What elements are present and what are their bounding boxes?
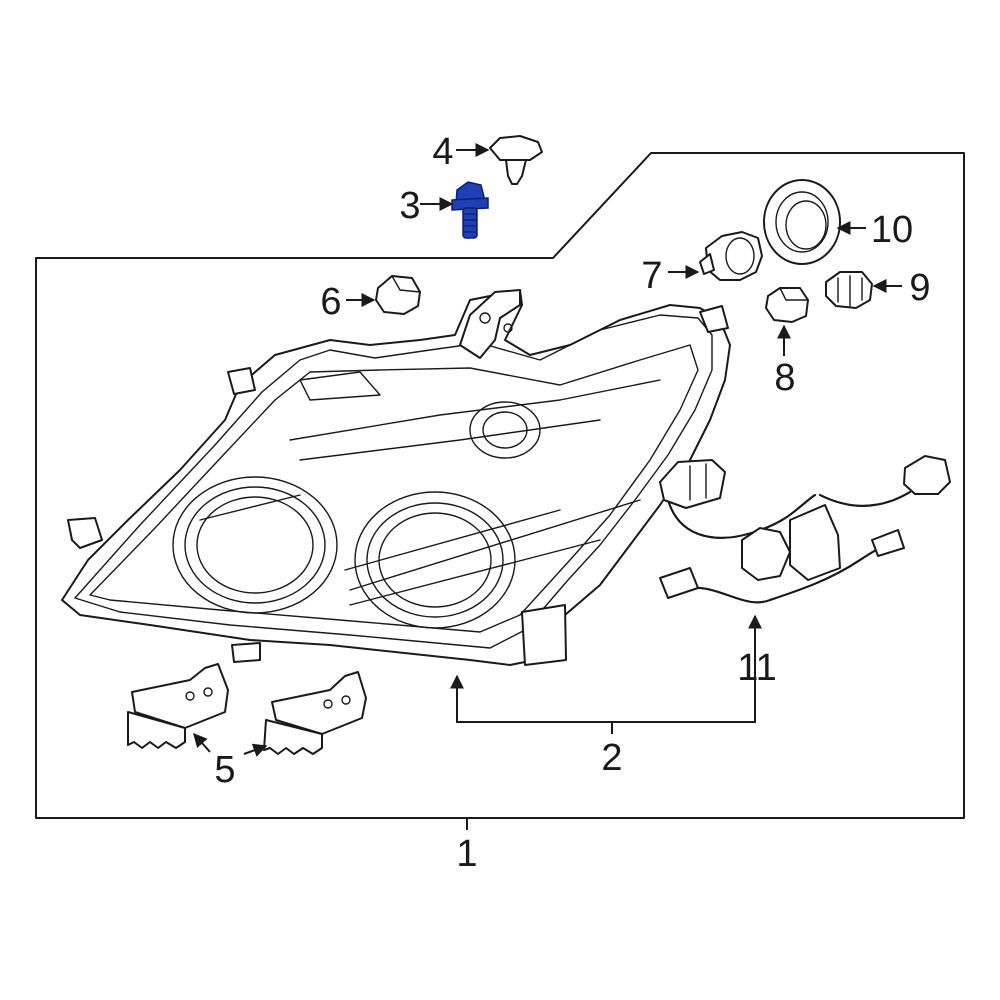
- clip-part-4[interactable]: [489, 135, 543, 185]
- callout-4[interactable]: 4: [432, 131, 453, 173]
- bulb-part-7[interactable]: [699, 231, 763, 281]
- callout-2[interactable]: 2: [601, 737, 622, 779]
- cap-part-6[interactable]: [375, 275, 421, 315]
- bracket-part-5-left[interactable]: [127, 663, 229, 749]
- assembly-frame: [35, 152, 965, 819]
- leader-5-left: [193, 732, 211, 753]
- callout-1[interactable]: 1: [456, 833, 477, 875]
- callout-6[interactable]: 6: [320, 281, 341, 323]
- callout-9[interactable]: 9: [909, 267, 930, 309]
- callout-8[interactable]: 8: [774, 357, 795, 399]
- callout-10[interactable]: 10: [871, 209, 913, 251]
- bracket-part-5-right[interactable]: [263, 671, 367, 755]
- harness-part-11[interactable]: [659, 455, 951, 604]
- ring-part-10[interactable]: [763, 179, 841, 265]
- bolt-part-3[interactable]: [451, 181, 489, 239]
- leader-5-right: [243, 743, 268, 757]
- leader-2: [456, 620, 756, 723]
- callout-7[interactable]: 7: [641, 255, 662, 297]
- headlamp-assembly[interactable]: [61, 289, 731, 666]
- socket-part-9[interactable]: [825, 271, 873, 309]
- socket-cap-part-8[interactable]: [765, 287, 809, 323]
- callout-11[interactable]: 11: [737, 647, 776, 689]
- callout-5[interactable]: 5: [214, 749, 235, 791]
- callout-3[interactable]: 3: [399, 185, 420, 227]
